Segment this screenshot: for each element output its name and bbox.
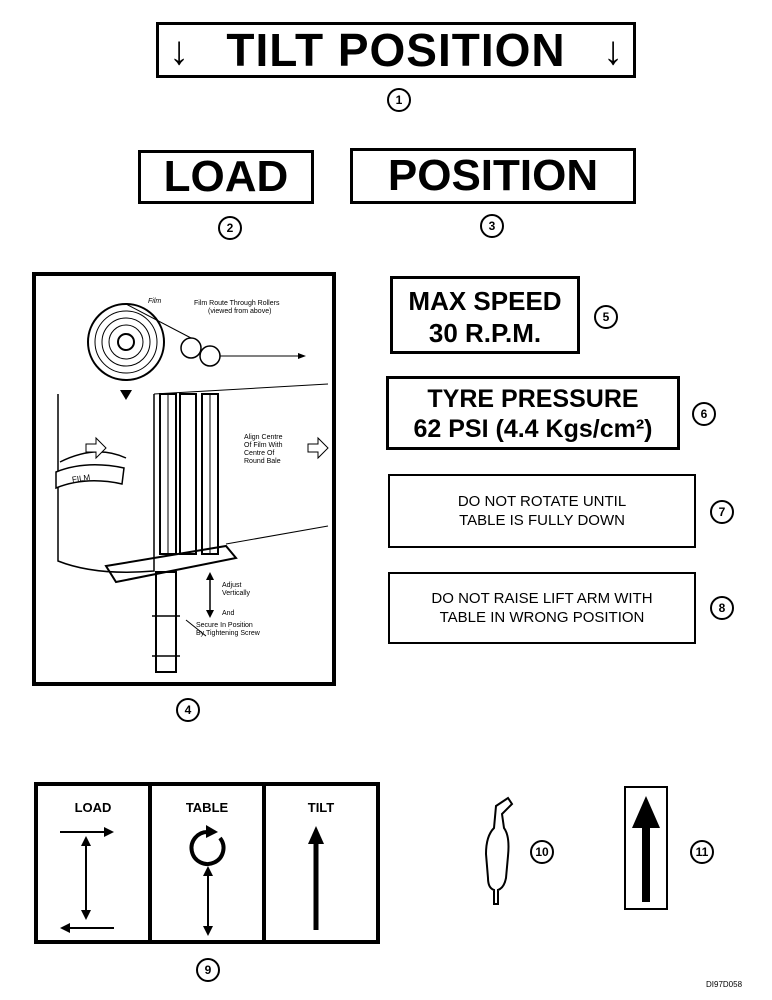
control-panel-table: TABLE [152, 786, 266, 940]
load-label: LOAD [74, 800, 112, 815]
table-label: TABLE [185, 800, 229, 815]
do-not-rotate-decal: DO NOT ROTATE UNTIL TABLE IS FULLY DOWN [388, 474, 696, 548]
secure-label-1: Secure In Position [196, 622, 253, 629]
secure-label-2: By Tightening Screw [196, 630, 260, 637]
do-not-rotate-line2: TABLE IS FULLY DOWN [459, 512, 625, 529]
table-rotate-icon [189, 825, 226, 936]
film-roll-illustration [55, 303, 329, 673]
callout-7: 7 [710, 500, 734, 524]
control-decal: LOAD TABLE TILT [34, 782, 380, 944]
callout-10: 10 [530, 840, 554, 864]
callout-6: 6 [692, 402, 716, 426]
down-arrow-right-icon: ↓ [603, 29, 623, 73]
load-text: LOAD [163, 152, 289, 201]
do-not-raise-line2: TABLE IN WRONG POSITION [439, 609, 645, 626]
adjust-label-1: Adjust [222, 582, 242, 589]
tilt-position-text: TILT POSITION [226, 24, 566, 76]
tyre-pressure-line1: TYRE PRESSURE [427, 385, 639, 413]
film-roll-icon [87, 303, 165, 381]
align-label-3: Centre Of [244, 450, 275, 457]
callout-2: 2 [218, 216, 242, 240]
down-arrow-left-icon: ↓ [169, 29, 189, 73]
control-panel-tilt: TILT [266, 786, 376, 940]
callout-9: 9 [196, 958, 220, 982]
max-speed-line2: 30 R.P.M. [428, 318, 542, 348]
viewed-label: (viewed from above) [208, 308, 272, 315]
adjust-label-2: Vertically [222, 590, 251, 597]
tube-icon [484, 796, 514, 905]
load-decal: LOAD [138, 150, 314, 204]
up-arrow-decal [624, 786, 668, 910]
film-small-label: Film [148, 298, 162, 305]
position-decal: POSITION [350, 148, 636, 204]
load-arrows-icon [60, 827, 114, 933]
tyre-pressure-decal: TYRE PRESSURE 62 PSI (4.4 Kgs/cm²) [386, 376, 680, 450]
tilt-up-arrow-icon [308, 826, 324, 930]
and-label: And [222, 610, 235, 617]
tilt-position-decal: ↓ TILT POSITION ↓ [156, 22, 636, 78]
up-arrow-icon [632, 796, 660, 902]
tilt-label: TILT [307, 800, 335, 815]
callout-3: 3 [480, 214, 504, 238]
film-alignment-decal: Film Film Route Through Rollers (viewed … [32, 272, 336, 686]
callout-8: 8 [710, 596, 734, 620]
max-speed-decal: MAX SPEED 30 R.P.M. [390, 276, 580, 354]
align-label-2: Of Film With [244, 442, 283, 449]
callout-11: 11 [690, 840, 714, 864]
tyre-pressure-line2: 62 PSI (4.4 Kgs/cm²) [413, 415, 653, 443]
control-panel-load: LOAD [38, 786, 152, 940]
film-route-label: Film Route Through Rollers [194, 300, 280, 307]
drawing-code: DI97D058 [706, 980, 743, 989]
do-not-rotate-line1: DO NOT ROTATE UNTIL [457, 493, 627, 510]
do-not-raise-line1: DO NOT RAISE LIFT ARM WITH [431, 590, 653, 607]
align-label-1: Align Centre [244, 434, 283, 441]
callout-1: 1 [387, 88, 411, 112]
callout-4: 4 [176, 698, 200, 722]
align-label-4: Round Bale [244, 458, 281, 465]
callout-5: 5 [594, 305, 618, 329]
position-text: POSITION [387, 151, 599, 200]
max-speed-line1: MAX SPEED [408, 286, 562, 316]
do-not-raise-decal: DO NOT RAISE LIFT ARM WITH TABLE IN WRON… [388, 572, 696, 644]
